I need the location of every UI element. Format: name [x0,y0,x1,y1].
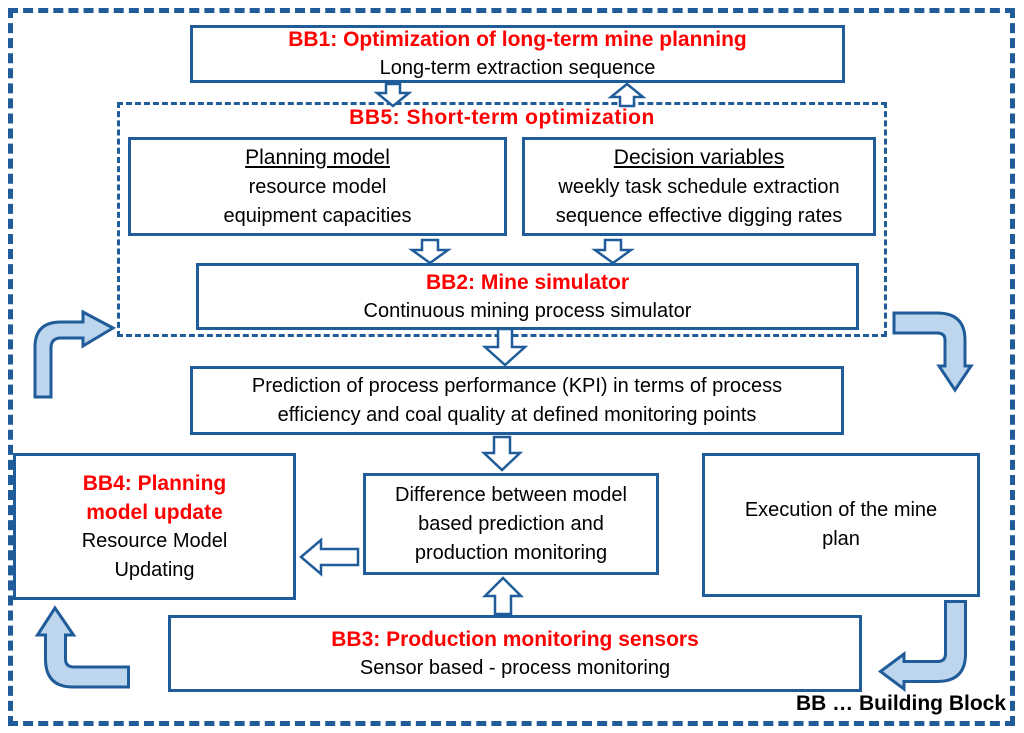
prediction-line: efficiency and coal quality at defined m… [277,403,757,426]
decision-variables-line: sequence effective digging rates [555,205,843,227]
bb1-title: BB1: Optimization of long-term mine plan… [288,28,747,51]
decision-variables-box: Decision variables weekly task schedule … [522,137,876,236]
difference-line: production monitoring [414,541,608,564]
prediction-line: Prediction of process performance (KPI) … [251,374,783,397]
planning-model-box: Planning model resource model equipment … [128,137,507,236]
planning-model-title: Planning model [245,146,390,169]
execution-line: Execution of the mine [744,499,938,521]
difference-line: Difference between model [395,483,627,506]
prediction-to-difference-down-arrow-icon [480,435,524,472]
bb3-title: BB3: Production monitoring sensors [331,627,699,651]
difference-line: based prediction and [418,512,604,535]
bb4-body-line: Resource Model [81,529,228,552]
outer-dashed-border [8,8,1015,726]
planning-model-line: equipment capacities [223,205,412,227]
bb1-subtitle: Long-term extraction sequence [379,57,656,79]
bb5-to-bb1-up-arrow-icon [607,82,647,108]
execution-line: plan [822,528,860,550]
difference-to-bb4-left-arrow-icon [299,537,360,577]
planning-to-bb2-down-arrow-icon [408,238,452,265]
decision-to-bb2-down-arrow-icon [591,238,635,265]
execution-to-bb3-curved-arrow-icon [877,600,967,692]
bb5-title: BB5: Short-term optimization [349,106,655,129]
bb1-to-bb5-down-arrow-icon [373,82,413,108]
bb4-body-line: Updating [114,558,195,581]
legend-note: BB … Building Block [796,692,1006,715]
bb2-title: BB2: Mine simulator [425,270,630,294]
planning-model-line: resource model [248,176,387,198]
bb3-to-difference-up-arrow-icon [481,576,525,616]
bb2-to-prediction-down-arrow-icon [481,327,529,367]
bb3-subtitle: Sensor based - process monitoring [359,656,671,679]
bb4-box: BB4: Planning model update Resource Mode… [13,453,296,600]
decision-variables-line: weekly task schedule extraction [558,176,840,198]
bb3-box: BB3: Production monitoring sensors Senso… [168,615,862,692]
bb2-subtitle: Continuous mining process simulator [363,299,692,322]
bb1-box: BB1: Optimization of long-term mine plan… [190,25,845,83]
difference-box: Difference between model based predictio… [363,473,659,575]
bb4-title-line: model update [86,500,223,524]
decision-variables-title: Decision variables [613,146,785,169]
execution-box: Execution of the mine plan [702,453,980,597]
bb4-title-line: BB4: Planning [82,471,227,495]
prediction-box: Prediction of process performance (KPI) … [190,366,844,435]
bb5-to-execution-curved-arrow-icon [892,311,974,393]
feedback-left-curved-arrow-icon [33,309,117,399]
bb3-to-bb4-curved-arrow-icon [34,605,130,689]
bb2-box: BB2: Mine simulator Continuous mining pr… [196,263,859,330]
